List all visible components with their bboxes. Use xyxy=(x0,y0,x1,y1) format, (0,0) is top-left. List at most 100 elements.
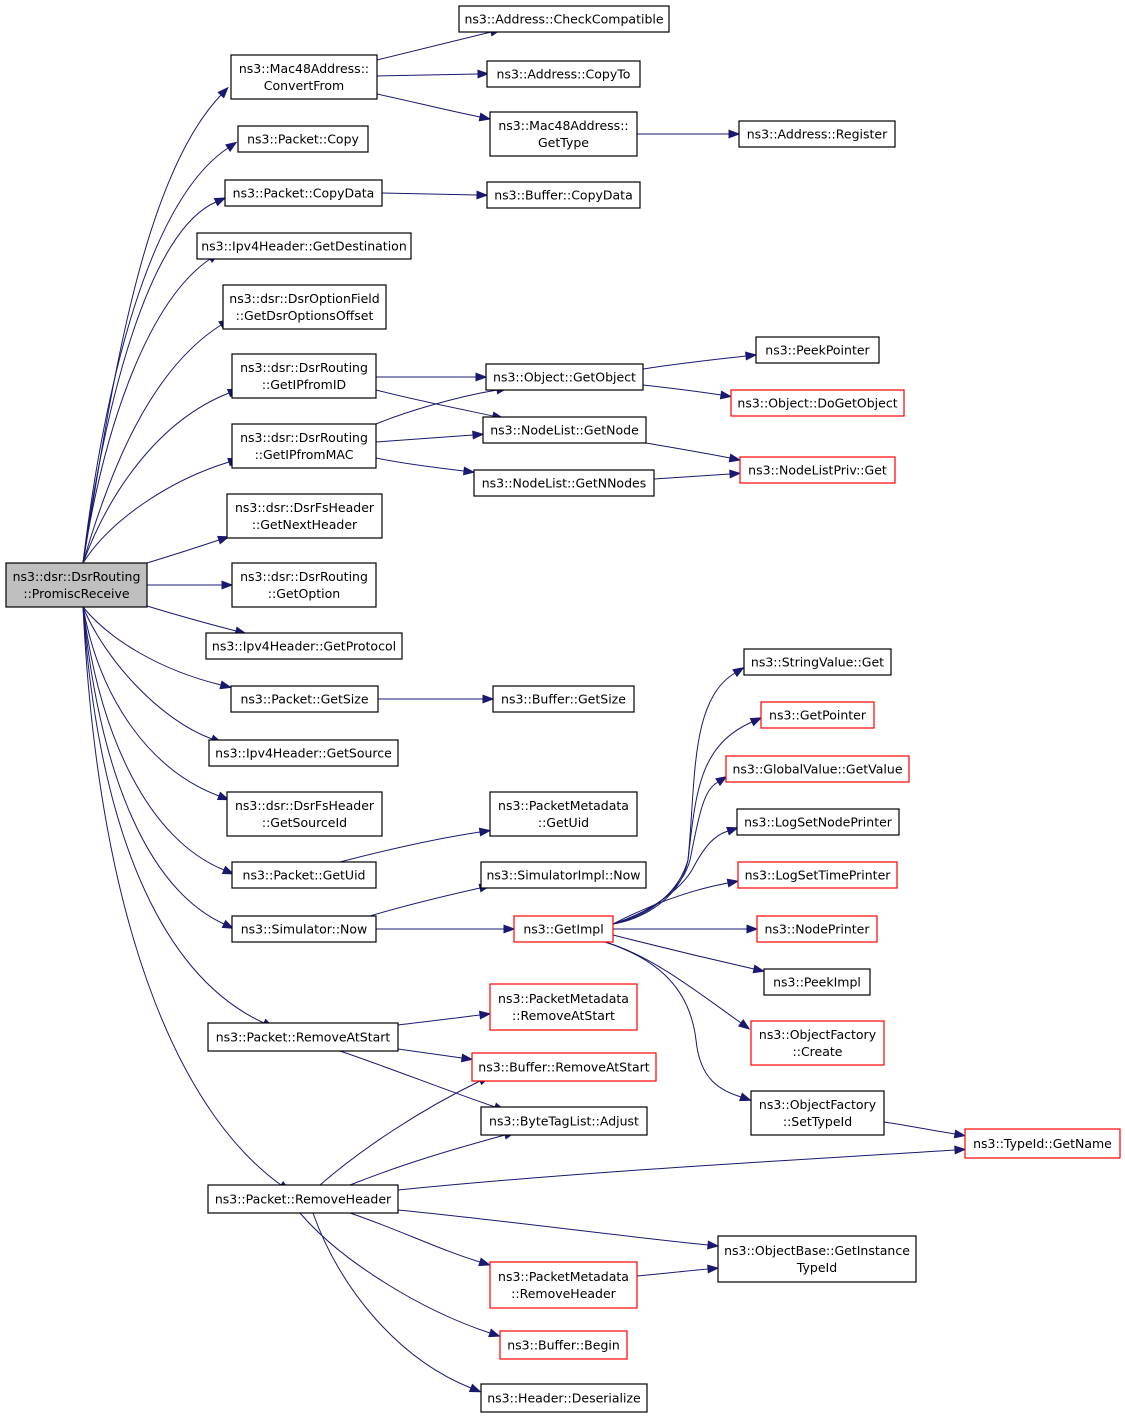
node-packet_copydata[interactable]: ns3::Packet::CopyData xyxy=(224,179,383,207)
node-peekimpl[interactable]: ns3::PeekImpl xyxy=(763,968,871,996)
edge-arrowhead xyxy=(476,190,489,200)
node-label: ns3::dsr::DsrOptionField xyxy=(229,291,379,306)
node-pktmeta_getuid[interactable]: ns3::PacketMetadata::GetUid xyxy=(489,791,638,837)
node-dsroptfield[interactable]: ns3::dsr::DsrOptionField::GetDsrOptionsO… xyxy=(222,284,387,330)
edge-getipfrommac-to-nodelist_getnode xyxy=(375,430,485,443)
edge-arrowhead xyxy=(225,141,238,153)
edge-line xyxy=(82,94,222,564)
node-label: ns3::ObjectFactory xyxy=(759,1027,877,1042)
node-getpointer[interactable]: ns3::GetPointer xyxy=(760,701,875,729)
edge-getimpl-to-nodeprinter xyxy=(613,924,759,934)
node-typeid_getname[interactable]: ns3::TypeId::GetName xyxy=(964,1128,1121,1159)
node-label: ns3::ByteTagList::Adjust xyxy=(489,1114,639,1129)
node-stringvalue_get[interactable]: ns3::StringValue::Get xyxy=(743,648,892,676)
edge-arrowhead xyxy=(707,1264,720,1274)
node-bytetaglist_adjust[interactable]: ns3::ByteTagList::Adjust xyxy=(480,1106,648,1136)
node-label: ns3::Buffer::CopyData xyxy=(494,188,633,203)
node-label: ns3::ObjectBase::GetInstance xyxy=(724,1243,910,1258)
node-buffer_removeatstart[interactable]: ns3::Buffer::RemoveAtStart xyxy=(471,1052,657,1082)
node-logsetnodeprinter[interactable]: ns3::LogSetNodePrinter xyxy=(736,808,900,836)
edge-packet_removeheader-to-typeid_getname xyxy=(397,1145,967,1191)
node-getipfromid[interactable]: ns3::dsr::DsrRouting::GetIPfromID xyxy=(231,353,377,399)
node-root[interactable]: ns3::dsr::DsrRouting::PromiscReceive xyxy=(5,562,148,608)
node-objfactory_settypeid[interactable]: ns3::ObjectFactory::SetTypeId xyxy=(750,1090,885,1136)
edge-nodelist_getnnodes-to-nodelistpriv_get xyxy=(653,469,742,480)
node-addr_register[interactable]: ns3::Address::Register xyxy=(738,120,896,148)
node-obj_dogetobject[interactable]: ns3::Object::DoGetObject xyxy=(730,389,905,417)
edge-line xyxy=(376,73,479,77)
node-box xyxy=(750,1090,885,1136)
node-buffer_copydata[interactable]: ns3::Buffer::CopyData xyxy=(486,181,641,209)
node-box xyxy=(231,423,377,469)
edge-line xyxy=(82,324,222,564)
node-addr_checkcompat[interactable]: ns3::Address::CheckCompatible xyxy=(458,5,670,33)
node-objfactory_create[interactable]: ns3::ObjectFactory::Create xyxy=(750,1020,885,1066)
edge-arrowhead xyxy=(482,694,495,704)
node-nodelistpriv_get[interactable]: ns3::NodeListPriv::Get xyxy=(739,456,896,484)
node-label: ns3::StringValue::Get xyxy=(751,655,884,670)
node-buffer_begin[interactable]: ns3::Buffer::Begin xyxy=(499,1330,628,1360)
node-buffer_getsize[interactable]: ns3::Buffer::GetSize xyxy=(492,685,635,713)
node-pktmeta_removeheader[interactable]: ns3::PacketMetadata::RemoveHeader xyxy=(489,1261,638,1309)
node-getipfrommac[interactable]: ns3::dsr::DsrRouting::GetIPfromMAC xyxy=(231,423,377,469)
node-mac48_gettype[interactable]: ns3::Mac48Address::GetType xyxy=(489,111,638,157)
node-pktmeta_removeatstart[interactable]: ns3::PacketMetadata::RemoveAtStart xyxy=(489,983,638,1031)
edge-root-to-ipv4_getsource xyxy=(82,606,223,744)
node-logsettimeprinter[interactable]: ns3::LogSetTimePrinter xyxy=(737,861,898,889)
node-packet_copy[interactable]: ns3::Packet::Copy xyxy=(237,125,369,153)
edge-line xyxy=(339,1050,496,1108)
node-packet_removeatstart[interactable]: ns3::Packet::RemoveAtStart xyxy=(207,1022,399,1052)
node-header_deserialize[interactable]: ns3::Header::Deserialize xyxy=(480,1383,648,1413)
edge-arrowhead xyxy=(746,924,759,934)
node-nodeprinter[interactable]: ns3::NodePrinter xyxy=(756,915,878,943)
edge-line xyxy=(369,887,481,917)
node-box xyxy=(743,648,892,676)
edge-line xyxy=(82,392,230,564)
edge-line xyxy=(82,606,222,686)
node-box xyxy=(458,5,670,33)
node-label: ns3::SimulatorImpl::Now xyxy=(486,868,640,883)
node-ipv4_getprotocol[interactable]: ns3::Ipv4Header::GetProtocol xyxy=(205,632,403,660)
edge-getipfromid-to-nodelist_getnode xyxy=(375,389,505,421)
node-label: ::RemoveHeader xyxy=(511,1286,617,1301)
node-getoption[interactable]: ns3::dsr::DsrRouting::GetOption xyxy=(231,562,377,608)
node-ipv4_getdest[interactable]: ns3::Ipv4Header::GetDestination xyxy=(196,232,412,260)
edge-arrowhead xyxy=(475,372,488,382)
edge-arrowhead xyxy=(726,878,740,888)
node-label: ::GetDsrOptionsOffset xyxy=(236,308,374,323)
node-addr_copyto[interactable]: ns3::Address::CopyTo xyxy=(486,60,641,88)
node-mac48_convertfrom[interactable]: ns3::Mac48Address::ConvertFrom xyxy=(230,54,378,100)
node-globalvalue_getvalue[interactable]: ns3::GlobalValue::GetValue xyxy=(725,755,910,783)
edge-line xyxy=(319,1080,481,1186)
node-packet_getuid[interactable]: ns3::Packet::GetUid xyxy=(231,861,377,889)
node-box xyxy=(750,1020,885,1066)
node-simulator_now[interactable]: ns3::Simulator::Now xyxy=(231,915,377,943)
node-peekpointer[interactable]: ns3::PeekPointer xyxy=(755,336,880,364)
node-packet_getsize[interactable]: ns3::Packet::GetSize xyxy=(230,685,379,713)
node-packet_removeheader[interactable]: ns3::Packet::RemoveHeader xyxy=(207,1184,399,1214)
node-label: ns3::Mac48Address:: xyxy=(498,118,628,133)
node-obj_getobject[interactable]: ns3::Object::GetObject xyxy=(485,363,644,391)
node-fsheader_getnext[interactable]: ns3::dsr::DsrFsHeader::GetNextHeader xyxy=(226,493,383,539)
node-box xyxy=(224,179,383,207)
node-getimpl[interactable]: ns3::GetImpl xyxy=(513,915,614,943)
node-label: ConvertFrom xyxy=(264,78,344,93)
node-box xyxy=(480,1383,648,1413)
node-nodelist_getnnodes[interactable]: ns3::NodeList::GetNNodes xyxy=(473,469,655,497)
node-label: GetType xyxy=(538,135,589,150)
edge-mac48_gettype-to-addr_register xyxy=(637,129,741,139)
node-label: ::GetIPfromID xyxy=(262,377,346,392)
node-label: ns3::Buffer::RemoveAtStart xyxy=(478,1060,650,1075)
node-ipv4_getsource[interactable]: ns3::Ipv4Header::GetSource xyxy=(208,739,399,767)
node-box xyxy=(755,336,880,364)
node-fsheader_getsourceid[interactable]: ns3::dsr::DsrFsHeader::GetSourceId xyxy=(226,791,383,837)
node-box xyxy=(492,685,635,713)
edge-line xyxy=(82,606,213,740)
node-simimpl_now[interactable]: ns3::SimulatorImpl::Now xyxy=(480,861,647,889)
edge-packet_copydata-to-buffer_copydata xyxy=(381,190,489,200)
node-nodelist_getnode[interactable]: ns3::NodeList::GetNode xyxy=(482,416,647,444)
node-label: ns3::Packet::GetUid xyxy=(243,868,366,883)
edge-line xyxy=(376,93,481,118)
